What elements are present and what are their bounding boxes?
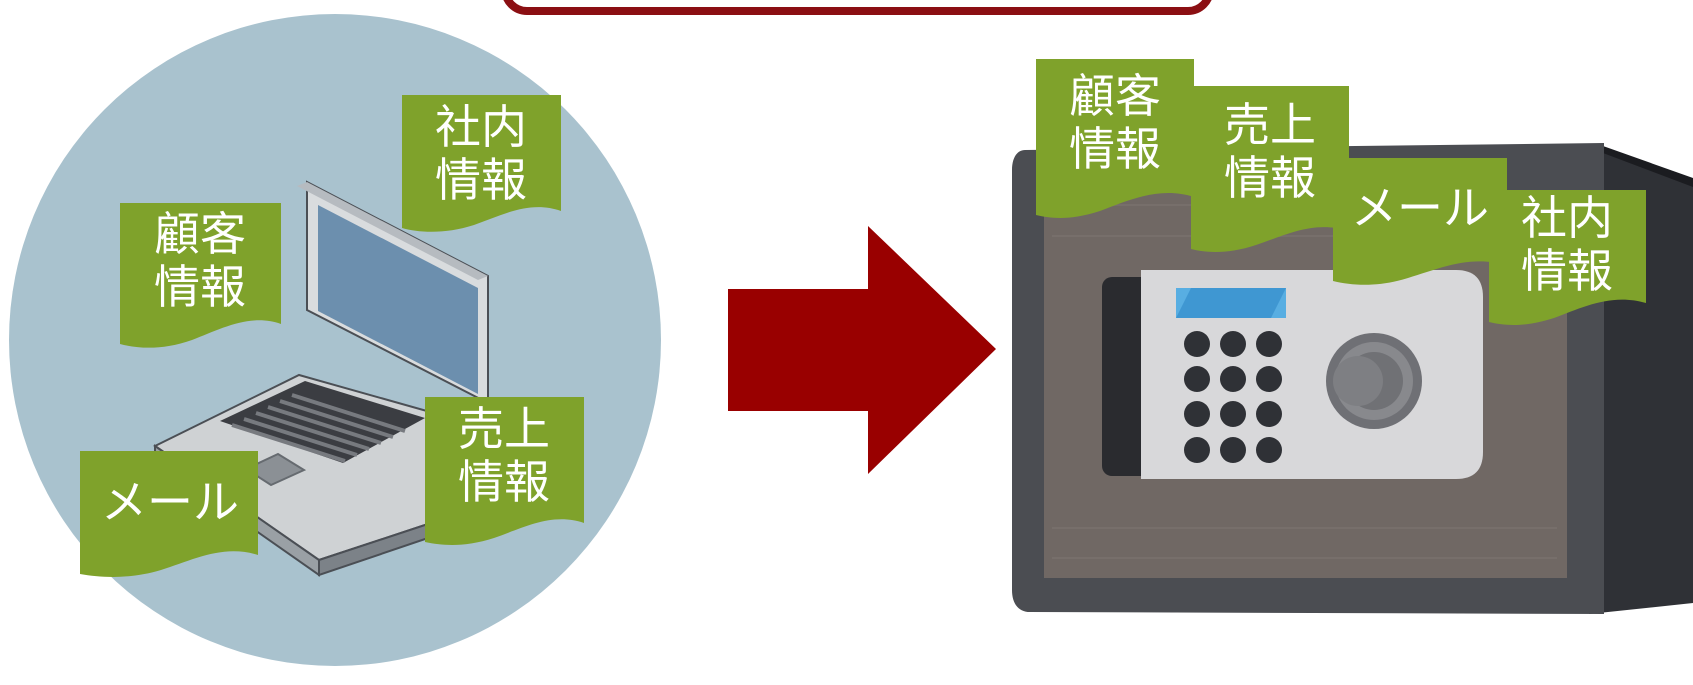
right-tag-sales-line2: 情報 xyxy=(1224,151,1316,205)
right-tag-mail-line1: メール xyxy=(1351,181,1489,235)
left-tag-mail-line1: メール xyxy=(101,475,239,529)
right-tag-internal-line2: 情報 xyxy=(1521,244,1613,298)
right-tag-customer-line1: 顧客 xyxy=(1069,69,1161,123)
left-tag-sales-line1: 売上 xyxy=(458,402,550,456)
left-tag-internal-line2: 情報 xyxy=(435,153,527,207)
left-tag-sales: 売上 情報 xyxy=(425,397,584,545)
left-tag-internal: 社内 情報 xyxy=(402,95,561,232)
left-tag-customer-line1: 顧客 xyxy=(154,207,246,261)
right-tag-customer: 顧客 情報 xyxy=(1036,59,1194,218)
right-tag-mail: メール xyxy=(1333,158,1507,285)
header-box xyxy=(503,0,1212,15)
right-tag-sales-line1: 売上 xyxy=(1224,98,1316,152)
left-tag-mail: メール xyxy=(80,451,258,577)
right-arrow-icon xyxy=(728,226,996,474)
left-tag-sales-line2: 情報 xyxy=(458,455,550,509)
right-tag-internal-line1: 社内 xyxy=(1521,191,1613,245)
right-tag-internal: 社内 情報 xyxy=(1489,190,1646,325)
left-tag-customer-line2: 情報 xyxy=(154,260,246,314)
left-tag-internal-line1: 社内 xyxy=(435,100,527,154)
right-tag-sales: 売上 情報 xyxy=(1191,86,1349,252)
left-tag-customer: 顧客 情報 xyxy=(120,203,281,348)
right-tag-customer-line2: 情報 xyxy=(1069,122,1161,176)
